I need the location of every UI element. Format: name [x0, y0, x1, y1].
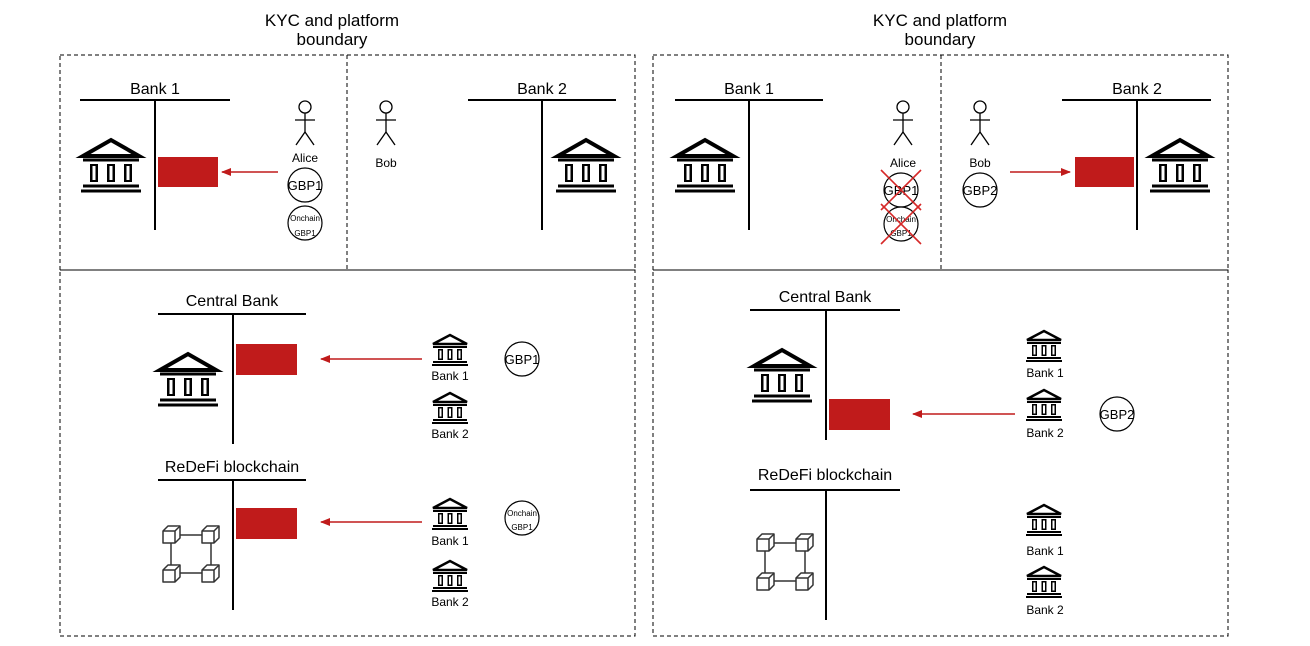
- bank-icon: [1024, 565, 1064, 599]
- right-alice-onchain-label2: GBP1: [890, 229, 912, 238]
- bank-icon: [1148, 138, 1212, 193]
- left-bank1-title: Bank 1: [130, 81, 180, 98]
- right-central-bank-title: Central Bank: [779, 289, 872, 306]
- left-rd-token-label1: Onchain: [507, 509, 537, 518]
- left-rd-token: [504, 500, 540, 536]
- bank-icon: [430, 559, 470, 593]
- right-bob-token-label: GBP2: [963, 183, 998, 198]
- right-settlement-boundary: [652, 269, 1229, 637]
- left-bob-label: Bob: [375, 156, 397, 170]
- right-cb-token: [1099, 396, 1135, 432]
- right-cb-bank1-label: Bank 1: [1026, 366, 1064, 380]
- right-rd-bank2-label: Bank 2: [1026, 603, 1064, 617]
- right-boundary-title-line2: boundary: [905, 30, 976, 49]
- left-bank2-title: Bank 2: [517, 81, 567, 98]
- left-rd-bank2-label: Bank 2: [431, 595, 469, 609]
- right-bank1-title: Bank 1: [724, 81, 774, 98]
- right-alice-label: Alice: [890, 156, 916, 170]
- left-central-bank-title: Central Bank: [186, 293, 279, 310]
- left-diagram: KYC and platform boundary Bank 1 Alice G…: [59, 11, 636, 637]
- right-redefi-title: ReDeFi blockchain: [758, 467, 892, 484]
- right-bob-label: Bob: [969, 156, 991, 170]
- bank-icon: [79, 138, 143, 193]
- blockchain-icon: [163, 526, 219, 582]
- left-boundary-title-line1: KYC and platform: [265, 11, 399, 30]
- bank-icon: [430, 333, 470, 367]
- left-redefi-account: [236, 508, 297, 539]
- right-alice-onchain-label1: Onchain: [886, 215, 916, 224]
- left-alice-onchain-token: [287, 205, 323, 241]
- left-rd-bank1-label: Bank 1: [431, 534, 469, 548]
- left-alice-token-label: GBP1: [288, 178, 323, 193]
- left-redefi-title: ReDeFi blockchain: [165, 459, 299, 476]
- right-diagram: KYC and platform boundary Bank 1 Alice G…: [652, 11, 1229, 637]
- left-cb-account: [236, 344, 297, 375]
- left-settlement-boundary: [59, 269, 636, 637]
- bank-icon: [750, 348, 814, 403]
- right-rd-bank1-label: Bank 1: [1026, 544, 1064, 558]
- right-cb-token-label: GBP2: [1100, 407, 1135, 422]
- left-cb-token-label: GBP1: [505, 352, 540, 367]
- right-bank2-title: Bank 2: [1112, 81, 1162, 98]
- bank-icon: [1024, 503, 1064, 537]
- left-bank1-account: [158, 157, 218, 187]
- right-bank2-account: [1075, 157, 1134, 187]
- person-icon: [892, 100, 914, 146]
- bank-icon: [1024, 329, 1064, 363]
- bank-icon: [554, 138, 618, 193]
- bank-icon: [1024, 388, 1064, 422]
- right-cb-bank2-label: Bank 2: [1026, 426, 1064, 440]
- blockchain-icon: [757, 534, 813, 590]
- left-rd-token-label2: GBP1: [511, 523, 533, 532]
- person-icon: [294, 100, 316, 146]
- right-cb-account: [829, 399, 890, 430]
- bank-icon: [673, 138, 737, 193]
- person-icon: [375, 100, 397, 146]
- left-cb-token: [504, 341, 540, 377]
- left-alice-label: Alice: [292, 151, 318, 165]
- person-icon: [969, 100, 991, 146]
- left-cb-bank1-label: Bank 1: [431, 369, 469, 383]
- bank-icon: [430, 497, 470, 531]
- left-cb-bank2-label: Bank 2: [431, 427, 469, 441]
- cross-icon: [880, 169, 922, 245]
- left-alice-onchain-label2: GBP1: [294, 229, 316, 238]
- right-boundary-title-line1: KYC and platform: [873, 11, 1007, 30]
- bank-icon: [156, 352, 220, 407]
- left-alice-onchain-label1: Onchain: [290, 214, 320, 223]
- right-bob-token: [962, 172, 998, 208]
- left-boundary-title-line2: boundary: [297, 30, 368, 49]
- bank-icon: [430, 391, 470, 425]
- left-alice-token: [287, 167, 323, 203]
